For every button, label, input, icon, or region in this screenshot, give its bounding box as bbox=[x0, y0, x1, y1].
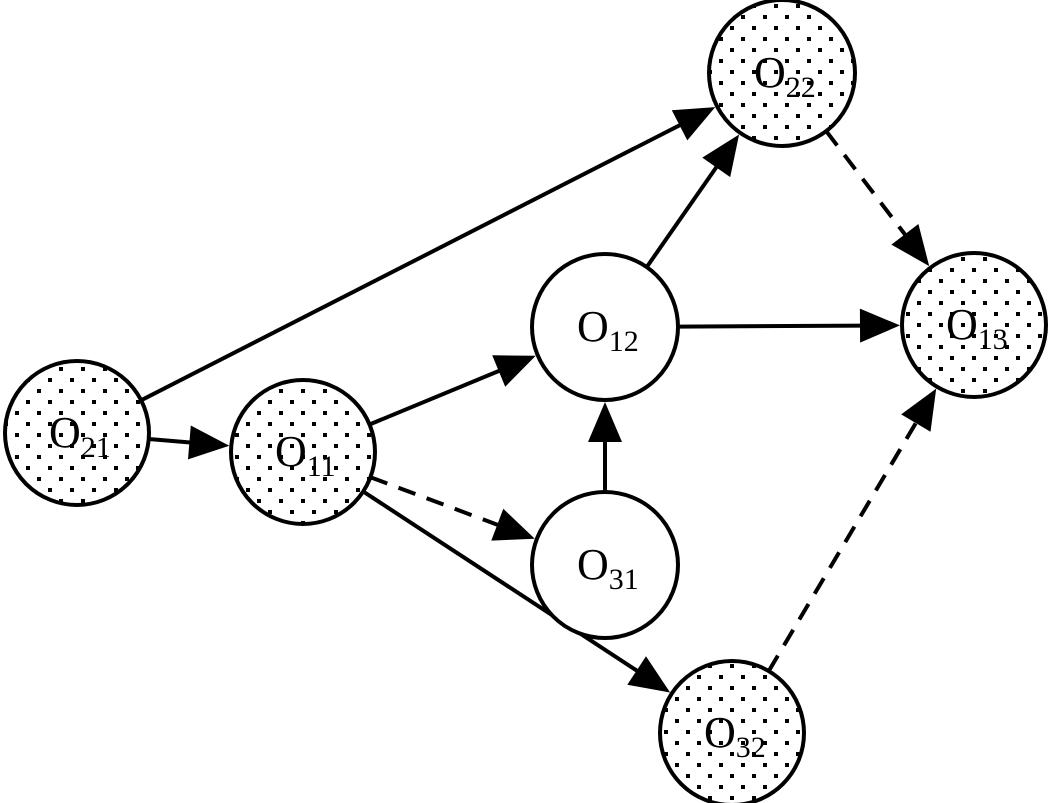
edge-o11-to-o12 bbox=[368, 355, 536, 427]
edge-o11-to-o32 bbox=[362, 489, 671, 693]
node-letter: O bbox=[275, 427, 307, 476]
edge-line bbox=[766, 418, 920, 673]
node-label: O21 bbox=[49, 408, 111, 464]
node-circle bbox=[658, 659, 806, 803]
edges-layer bbox=[140, 107, 937, 693]
arrowhead-icon bbox=[901, 388, 937, 432]
arrowhead-icon bbox=[891, 224, 930, 267]
node-o21: O21 bbox=[3, 359, 151, 507]
edge-o11-to-o31 bbox=[369, 475, 535, 541]
arrowhead-icon bbox=[188, 425, 230, 460]
node-circle bbox=[900, 251, 1048, 399]
node-letter: O bbox=[946, 300, 978, 349]
node-subscript: 22 bbox=[786, 71, 816, 104]
edge-o21-to-o11 bbox=[148, 425, 230, 460]
arrowhead-icon bbox=[588, 402, 622, 442]
node-label: O12 bbox=[577, 302, 639, 358]
edge-line bbox=[362, 489, 642, 675]
arrowhead-icon bbox=[627, 656, 671, 693]
edge-line bbox=[148, 437, 194, 445]
node-label: O22 bbox=[754, 48, 816, 104]
node-subscript: 32 bbox=[736, 731, 766, 764]
node-o11: O11 bbox=[229, 378, 377, 526]
edge-line bbox=[645, 162, 721, 269]
node-o12: O12 bbox=[530, 252, 680, 402]
node-letter: O bbox=[49, 408, 81, 457]
node-letter: O bbox=[704, 708, 736, 757]
edge-o22-to-o13 bbox=[824, 129, 930, 267]
node-o22: O22 bbox=[707, 0, 857, 148]
node-circle bbox=[530, 490, 680, 640]
edge-o12-to-o22 bbox=[645, 134, 740, 269]
edge-o21-to-o22 bbox=[140, 107, 716, 403]
arrowhead-icon bbox=[671, 107, 716, 141]
arrowhead-icon bbox=[492, 355, 536, 387]
node-circle bbox=[707, 0, 857, 148]
node-subscript: 21 bbox=[81, 431, 111, 464]
node-o31: O31 bbox=[530, 490, 680, 640]
node-circle bbox=[530, 252, 680, 402]
node-label: O11 bbox=[275, 427, 336, 483]
node-subscript: 11 bbox=[307, 450, 336, 483]
node-subscript: 13 bbox=[978, 323, 1008, 356]
edge-line bbox=[369, 475, 502, 528]
edge-o12-to-o13 bbox=[677, 308, 900, 343]
arrowhead-icon bbox=[859, 308, 900, 343]
edge-line bbox=[368, 367, 504, 427]
node-subscript: 12 bbox=[609, 325, 639, 358]
arrowhead-icon bbox=[702, 134, 740, 178]
node-subscript: 31 bbox=[609, 563, 639, 596]
edge-line bbox=[140, 121, 685, 403]
node-letter: O bbox=[754, 48, 786, 97]
node-o13: O13 bbox=[900, 251, 1048, 399]
edge-o32-to-o13 bbox=[766, 388, 937, 673]
node-label: O13 bbox=[946, 300, 1008, 356]
arrowhead-icon bbox=[491, 508, 535, 541]
edge-o31-to-o12 bbox=[588, 402, 622, 492]
node-o32: O32 bbox=[658, 659, 806, 803]
edge-line bbox=[677, 323, 865, 329]
node-circle bbox=[3, 359, 151, 507]
edge-line bbox=[824, 129, 909, 239]
node-letter: O bbox=[577, 540, 609, 589]
node-letter: O bbox=[577, 302, 609, 351]
node-label: O32 bbox=[704, 708, 766, 764]
node-label: O31 bbox=[577, 540, 639, 596]
node-circle bbox=[229, 378, 377, 526]
